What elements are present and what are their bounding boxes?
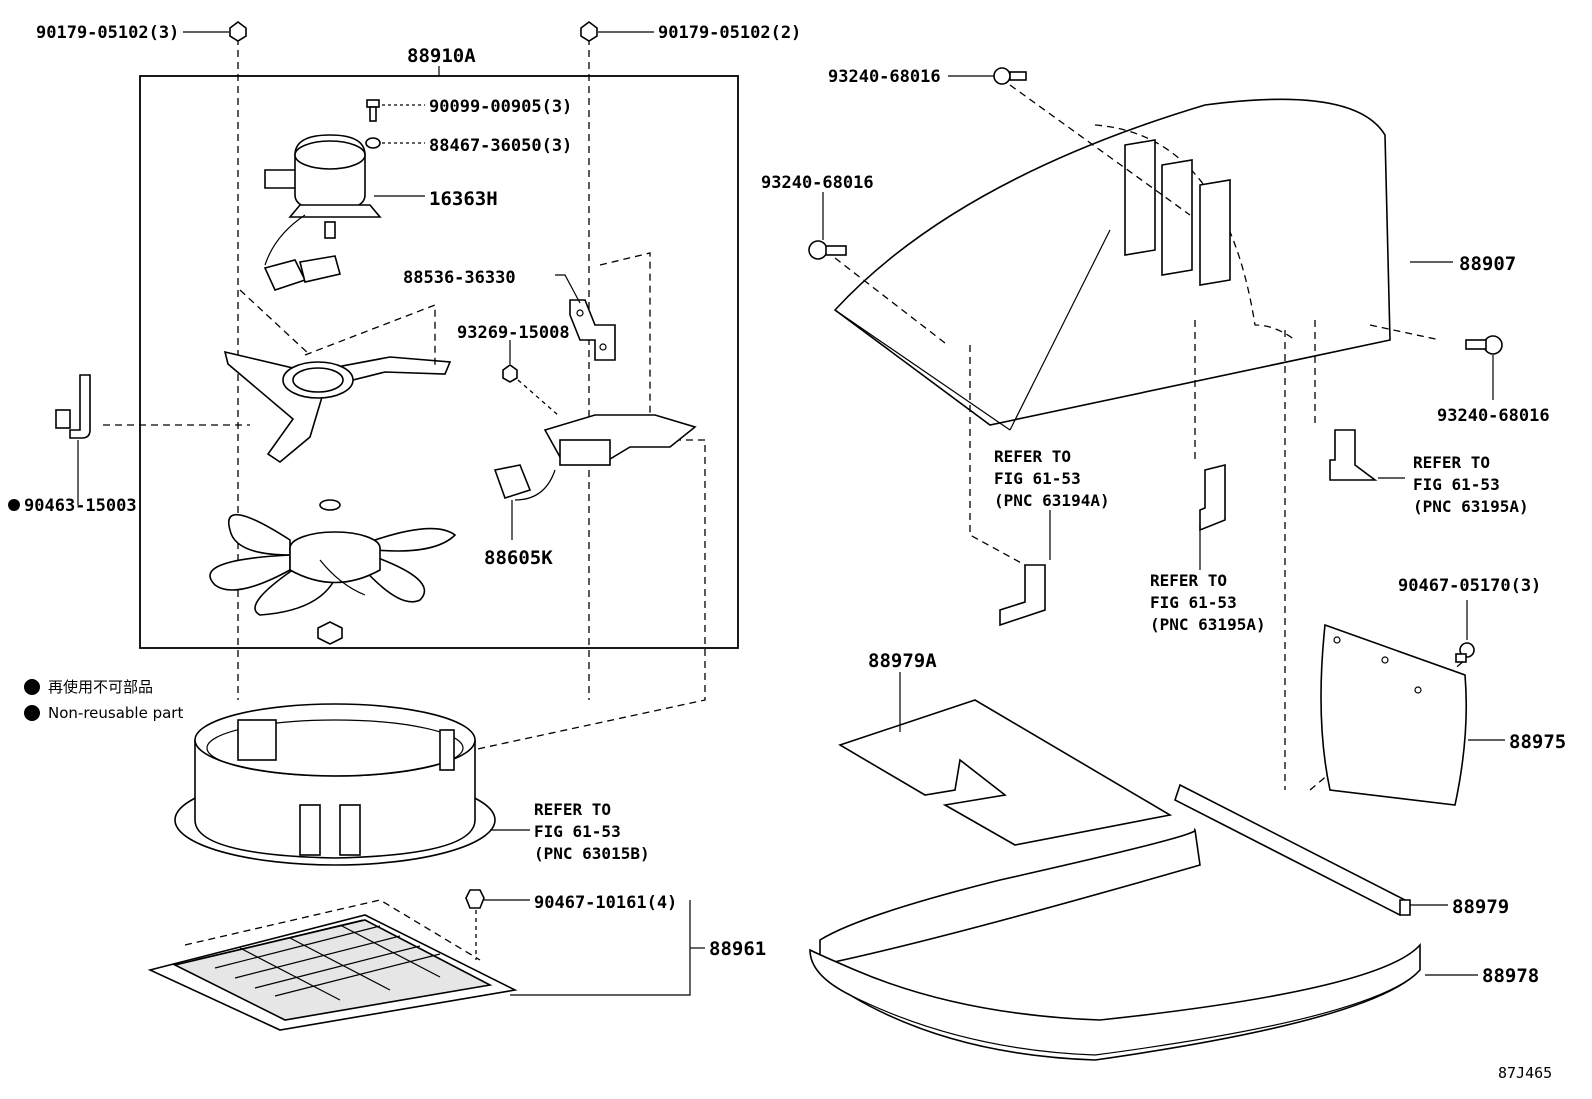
washer-icon [365, 137, 381, 149]
label-88605k: 88605K [484, 547, 553, 569]
label-88536-36330: 88536-36330 [403, 268, 516, 288]
svg-text:REFER TO: REFER TO [534, 800, 611, 819]
bracket-icon [1329, 429, 1378, 481]
label-90099-00905-3: 90099-00905(3) [429, 97, 572, 117]
figure-code: 87J465 [1498, 1064, 1552, 1082]
label-90179-05102-2: 90179-05102(2) [658, 23, 801, 43]
screw-icon [1455, 642, 1475, 663]
label-88978: 88978 [1482, 965, 1539, 987]
label-90467-10161-4: 90467-10161(4) [534, 893, 677, 913]
resistor-bracket [569, 299, 616, 361]
blower-fan [209, 499, 457, 645]
refer-note-63015b: REFER TO FIG 61-53 (PNC 63015B) [534, 800, 650, 863]
svg-text:FIG 61-53: FIG 61-53 [1413, 475, 1500, 494]
label-88975: 88975 [1509, 731, 1566, 753]
label-88907: 88907 [1459, 253, 1516, 275]
bracket-icon [1199, 463, 1226, 532]
legend-jp: 再使用不可部品 [48, 678, 153, 696]
label-90463-15003: 90463-15003 [24, 496, 137, 516]
dome-cover [833, 98, 1391, 431]
refer-note-63195a-right: REFER TO FIG 61-53 (PNC 63195A) [1413, 453, 1529, 516]
label-88979a: 88979A [868, 650, 937, 672]
svg-text:REFER TO: REFER TO [1150, 571, 1227, 590]
trim-molding-88978 [809, 827, 1421, 1061]
legend-dot-icon [24, 679, 40, 695]
grille-panel [147, 914, 518, 1031]
svg-text:(PNC 63195A): (PNC 63195A) [1150, 615, 1266, 634]
svg-text:(PNC 63015B): (PNC 63015B) [534, 844, 650, 863]
blower-resistor [493, 414, 697, 501]
screw-icon [808, 240, 847, 260]
label-93240-68016-top: 93240-68016 [828, 67, 941, 87]
svg-text:FIG 61-53: FIG 61-53 [534, 822, 621, 841]
refer-note-63194a: REFER TO FIG 61-53 (PNC 63194A) [994, 447, 1110, 510]
screw-icon [993, 67, 1027, 85]
label-93269-15008: 93269-15008 [457, 323, 570, 343]
label-88961: 88961 [709, 938, 766, 960]
refer-note-63195a-mid: REFER TO FIG 61-53 (PNC 63195A) [1150, 571, 1266, 634]
duct-housing [174, 703, 496, 866]
legend-dot-icon [24, 705, 40, 721]
screw-icon [366, 99, 380, 122]
label-90179-05102-3: 90179-05102(3) [36, 23, 179, 43]
seal-sheet-88979a [838, 699, 1173, 846]
label-88910a: 88910A [407, 45, 476, 67]
label-90467-05170-3: 90467-05170(3) [1398, 576, 1541, 596]
clamp-icon [55, 374, 91, 439]
svg-text:(PNC 63194A): (PNC 63194A) [994, 491, 1110, 510]
access-plate [1320, 623, 1468, 806]
svg-text:FIG 61-53: FIG 61-53 [1150, 593, 1237, 612]
non-reusable-marker-icon [8, 499, 20, 511]
svg-text:FIG 61-53: FIG 61-53 [994, 469, 1081, 488]
label-16363h: 16363H [429, 188, 498, 210]
nut-icon [229, 21, 247, 42]
label-93240-68016-left: 93240-68016 [761, 173, 874, 193]
nut-icon [502, 364, 518, 383]
legend-en: Non-reusable part [48, 704, 183, 722]
label-88467-36050-3: 88467-36050(3) [429, 136, 572, 156]
blower-motor [263, 134, 382, 291]
svg-text:REFER TO: REFER TO [994, 447, 1071, 466]
clip-icon [465, 889, 485, 909]
bracket-icon [999, 564, 1046, 627]
screw-icon [1465, 335, 1503, 355]
label-93240-68016-right: 93240-68016 [1437, 406, 1550, 426]
nut-icon [580, 21, 598, 42]
svg-text:REFER TO: REFER TO [1413, 453, 1490, 472]
label-88979: 88979 [1452, 896, 1509, 918]
motor-bracket [223, 350, 452, 463]
svg-text:(PNC 63195A): (PNC 63195A) [1413, 497, 1529, 516]
seal-strip-88979 [1174, 783, 1411, 917]
